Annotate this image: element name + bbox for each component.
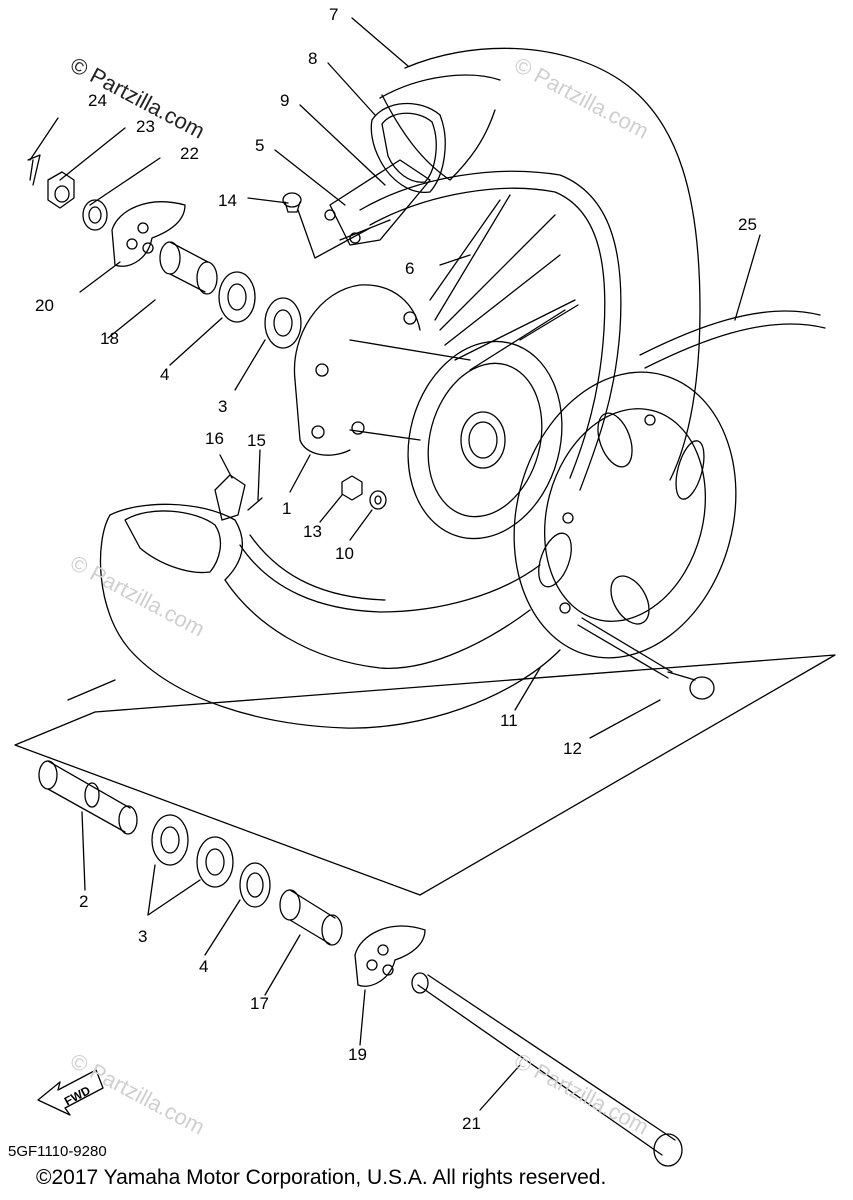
- callout-5: 5: [255, 136, 265, 155]
- tire: [100, 48, 700, 728]
- axle-21: [412, 973, 682, 1166]
- callout-22: 22: [180, 144, 199, 163]
- callout-11: 11: [500, 711, 518, 730]
- valve-15-16: [215, 475, 262, 520]
- collar-17: [280, 890, 342, 945]
- callout-24: 24: [88, 91, 107, 110]
- nut-23: [48, 172, 74, 208]
- callout-18: 18: [100, 329, 119, 348]
- callout-10: 10: [335, 544, 354, 563]
- diagram-code: 5GF1110-9280: [8, 1143, 107, 1160]
- plug-14: [283, 193, 301, 212]
- adjuster-19: [355, 926, 425, 986]
- spokes: [430, 195, 578, 370]
- callout-13: 13: [303, 522, 322, 541]
- rim: [240, 171, 621, 612]
- collar-2: [39, 761, 137, 834]
- callout-8: 8: [308, 49, 318, 68]
- copyright-notice: ©2017 Yamaha Motor Corporation, U.S.A. A…: [36, 1166, 607, 1189]
- callout-3-lower: 3: [138, 927, 148, 946]
- hub: [294, 285, 583, 556]
- callout-25: 25: [738, 215, 757, 234]
- callout-2: 2: [79, 892, 89, 911]
- sprocket: [483, 347, 767, 683]
- adjuster-20: [112, 202, 185, 266]
- callout-21: 21: [462, 1114, 481, 1133]
- bearings-upper: [219, 272, 301, 348]
- callout-9: 9: [280, 91, 290, 110]
- chain: [640, 311, 825, 368]
- callout-15: 15: [247, 431, 266, 450]
- leader-lines: [30, 18, 760, 1110]
- callout-20: 20: [35, 296, 54, 315]
- callout-7: 7: [329, 5, 339, 24]
- callout-17: 17: [250, 994, 269, 1013]
- tube-and-tape: [325, 104, 445, 245]
- nut-13-washer-10: [342, 476, 386, 509]
- callout-19: 19: [348, 1045, 367, 1064]
- callout-14: 14: [218, 191, 237, 210]
- callout-1: 1: [282, 499, 292, 518]
- callout-3-upper: 3: [218, 397, 228, 416]
- callout-6: 6: [405, 259, 415, 278]
- collar-18: [160, 242, 217, 294]
- cotter-pin-24: [28, 155, 40, 185]
- fwd-arrow-icon: [38, 1070, 103, 1115]
- callout-16: 16: [205, 429, 224, 448]
- bearings-lower: [152, 815, 270, 907]
- callout-23: 23: [136, 117, 155, 136]
- washer-22: [83, 200, 107, 230]
- callout-4-upper: 4: [160, 365, 170, 384]
- callout-4-lower: 4: [199, 957, 209, 976]
- bolt-12: [578, 618, 714, 699]
- callout-12: 12: [563, 739, 582, 758]
- reference-box: [15, 655, 835, 895]
